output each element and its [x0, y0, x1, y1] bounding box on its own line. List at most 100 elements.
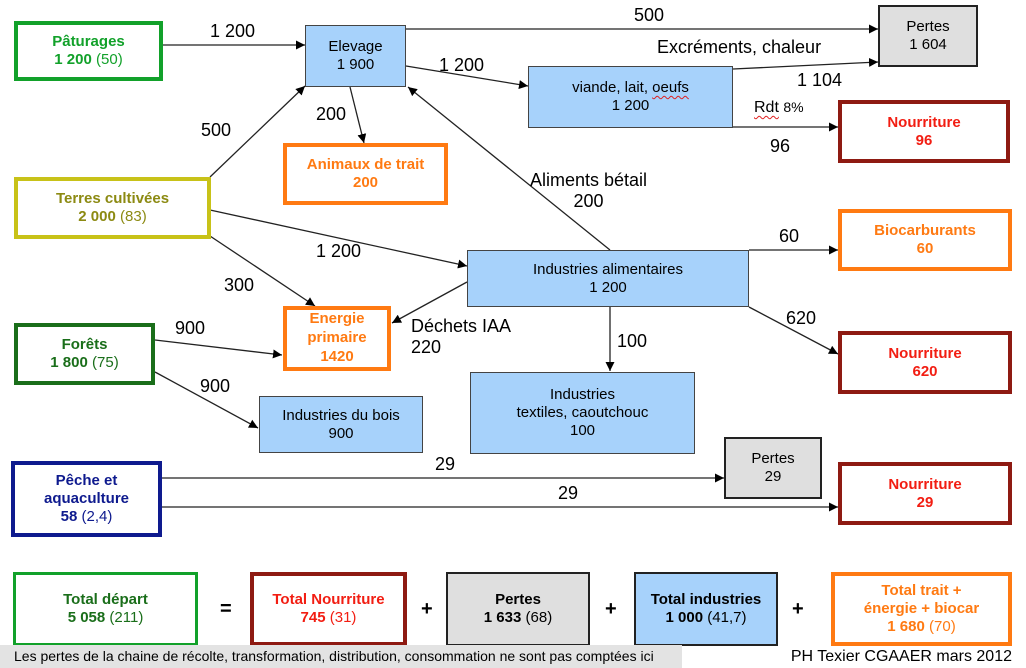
flow-label-elevage-animaux: 200: [316, 104, 347, 124]
textiles-title-2: textiles, caoutchouc: [516, 404, 649, 421]
arrow-viande-pertes: [732, 57, 879, 70]
total-industries-title: Total industries: [650, 591, 762, 608]
total-nourriture-title: Total Nourriture: [272, 591, 385, 608]
arrow-terres-energie: [209, 235, 316, 307]
node-elevage: Elevage 1 900: [305, 25, 406, 87]
bois-title: Industries du bois: [282, 406, 400, 424]
iaa-title: Industries alimentaires: [532, 260, 684, 278]
total-industries-sub: (41,7): [707, 609, 747, 626]
elevage-value: 1 900: [336, 56, 375, 73]
total-pertes-title: Pertes: [495, 591, 541, 608]
pertes-top-value: 1 604: [909, 36, 947, 53]
flow-label-paturages-elevage: 1 200: [210, 21, 256, 41]
flow-label-excrements: Excréments, chaleur: [657, 37, 822, 57]
biocarb-title: Biocarburants: [874, 222, 976, 239]
node-industries-textiles: Industries textiles, caoutchouc 100: [470, 372, 695, 454]
total-trait-value: 1 680: [887, 618, 925, 635]
arrow-elevage-animaux: [349, 86, 367, 144]
node-viande: viande, lait, oeufs 1 200: [528, 66, 733, 128]
arrow-terres-elevage: [209, 85, 306, 178]
viande-value: 1 200: [611, 97, 650, 114]
peche-sub: (2,4): [81, 508, 113, 525]
total-trait-energie-biocar: Total trait + énergie + biocar 1 680 (70…: [831, 572, 1012, 646]
rdt-pct: 8%: [783, 99, 804, 115]
flow-label-terres-energie: 300: [224, 275, 255, 295]
terres-sub: (83): [120, 208, 147, 225]
forets-sub: (75): [92, 354, 119, 371]
source-peche: Pêche et aquaculture 58 (2,4): [11, 461, 162, 537]
total-trait-title-2: énergie + biocar: [863, 600, 980, 617]
footnote: Les pertes de la chaine de récolte, tran…: [0, 645, 682, 668]
total-industries: Total industries 1 000 (41,7): [634, 572, 778, 646]
node-nourriture-96: Nourriture 96: [838, 100, 1010, 163]
flow-label-iaa-nourriture: 620: [786, 308, 817, 328]
total-pertes-value: 1 633: [483, 609, 522, 626]
node-energie-primaire: Energie primaire 1420: [283, 306, 391, 371]
flow-label-dechets-iaa: Déchets IAA 220: [411, 316, 511, 358]
peche-title-2: aquaculture: [43, 490, 130, 507]
peche-title-1: Pêche et: [55, 472, 118, 489]
total-depart-title: Total départ: [63, 591, 148, 608]
flow-label-viande-nourriture: 96: [770, 136, 791, 156]
flow-label-aliments-betail: Aliments bétail 200: [530, 170, 647, 212]
bois-value: 900: [328, 424, 354, 442]
source-terres-cultivees: Terres cultivées 2 000 (83): [14, 177, 211, 239]
energie-value: 1420: [320, 347, 354, 365]
peche-value: 58: [60, 508, 78, 525]
energie-title-2: primaire: [307, 329, 367, 347]
total-trait-title-1: Total trait +: [881, 582, 962, 599]
total-trait-sub: (70): [929, 618, 956, 635]
terres-value: 2 000: [78, 208, 116, 225]
aliments-betail-text: Aliments bétail: [530, 170, 648, 190]
nourriture-620-title: Nourriture: [888, 344, 962, 362]
equals-sign: =: [220, 598, 232, 620]
flow-label-peche-pertes: 29: [435, 454, 456, 474]
paturages-title: Pâturages: [52, 33, 125, 50]
node-nourriture-620: Nourriture 620: [838, 331, 1012, 394]
nourriture-29-title: Nourriture: [888, 475, 962, 493]
paturages-sub: (50): [96, 51, 123, 68]
arrow-elevage-viande: [405, 65, 529, 89]
arrow-forets-energie: [154, 339, 283, 359]
dechets-iaa-value: 220: [411, 337, 442, 357]
paturages-value: 1 200: [54, 51, 92, 68]
elevage-title: Elevage: [328, 38, 383, 55]
source-forets: Forêts 1 800 (75): [14, 323, 155, 385]
total-pertes: Pertes 1 633 (68): [446, 572, 590, 646]
total-nourriture: Total Nourriture 745 (31): [250, 572, 407, 646]
node-animaux-de-trait: Animaux de trait 200: [283, 143, 448, 205]
total-pertes-sub: (68): [525, 609, 553, 626]
forets-value: 1 800: [50, 354, 88, 371]
dechets-iaa-text: Déchets IAA: [411, 316, 512, 336]
arrow-forets-bois: [154, 371, 259, 429]
node-industries-alimentaires: Industries alimentaires 1 200: [467, 250, 749, 307]
pertes-top-title: Pertes: [906, 18, 950, 35]
animaux-title: Animaux de trait: [306, 156, 425, 173]
total-nourriture-value: 745: [300, 609, 326, 626]
author-credit: PH Texier CGAAER mars 2012: [790, 648, 1012, 665]
total-depart-value: 5 058: [67, 609, 106, 626]
flow-label-iaa-biocarb: 60: [779, 226, 800, 246]
nourriture-620-value: 620: [912, 362, 938, 380]
arrow-iaa-elevage: [407, 86, 611, 251]
flow-label-elevage-viande: 1 200: [439, 55, 485, 75]
spellcheck-word: oeufs: [652, 79, 689, 96]
total-nourriture-sub: (31): [329, 609, 357, 626]
biocarb-value: 60: [916, 240, 934, 257]
flow-label-elevage-pertes: 500: [634, 5, 665, 25]
nourriture-96-value: 96: [915, 131, 933, 149]
plus-sign-2: +: [605, 598, 617, 620]
node-industries-du-bois: Industries du bois 900: [259, 396, 423, 453]
flow-label-terres-elevage: 500: [201, 120, 232, 140]
plus-sign-3: +: [792, 598, 804, 620]
nourriture-29-value: 29: [916, 493, 934, 511]
iaa-value: 1 200: [589, 278, 627, 296]
node-pertes-1604: Pertes 1 604: [878, 5, 978, 67]
total-depart-sub: (211): [109, 609, 144, 626]
textiles-title-1: Industries: [549, 386, 616, 403]
source-paturages: Pâturages 1 200 (50): [14, 21, 163, 81]
flow-label-forets-energie: 900: [175, 318, 206, 338]
aliments-betail-value: 200: [573, 191, 604, 211]
flow-label-rdt: Rdt 8%: [754, 99, 804, 117]
forets-title: Forêts: [61, 336, 108, 353]
